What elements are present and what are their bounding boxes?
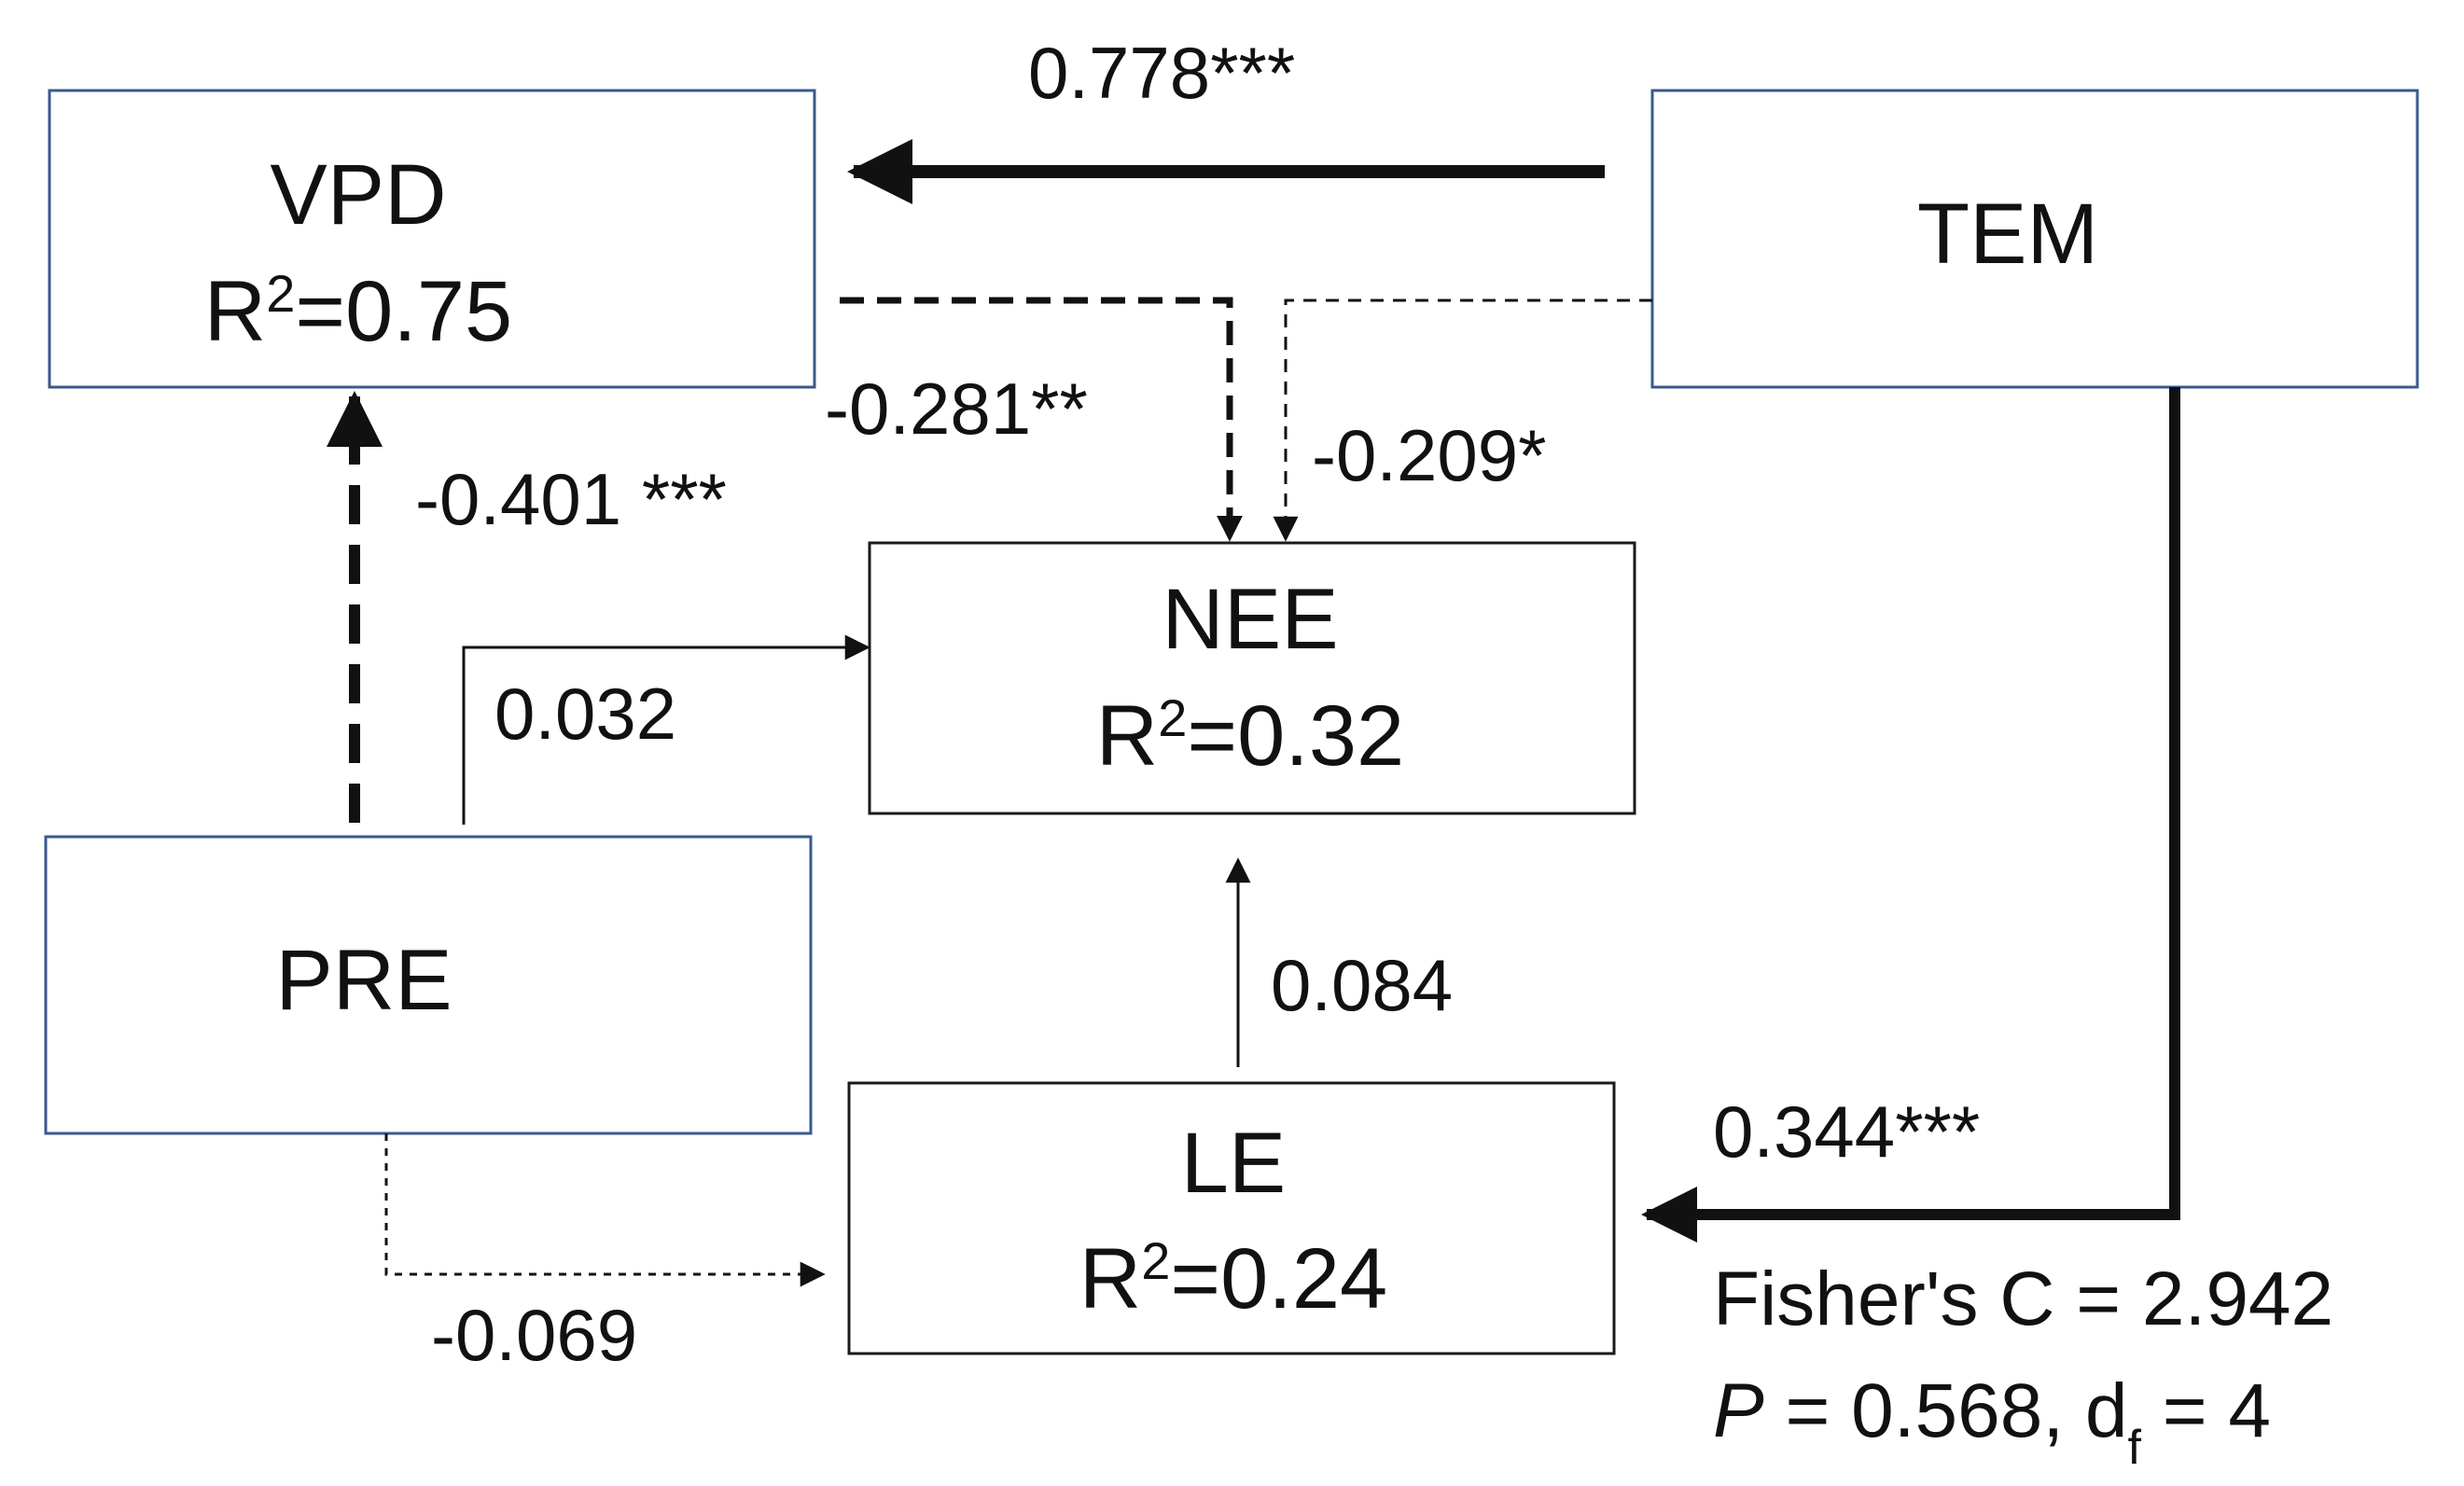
pre-box [44,835,813,1135]
nee-label: NEE [1162,572,1338,667]
coef-le-nee: 0.084 [1271,944,1453,1026]
coef-pre-vpd: -0.401 *** [415,458,727,540]
coef-tem-le: 0.344*** [1713,1090,1980,1173]
le-label: LE [1181,1116,1287,1211]
arrow-tem-to-nee [1273,299,1652,542]
arrow-pre-to-nee [462,634,870,825]
tem-box [1650,89,2419,389]
coef-pre-nee: 0.032 [494,673,676,755]
coef-tem-vpd: 0.778*** [1028,32,1295,114]
vpd-r2: R2=0.75 [204,264,512,360]
tem-label: TEM [1917,187,2098,282]
vpd-label: VPD [270,147,446,243]
le-r2: R2=0.24 [1079,1231,1387,1327]
nee-r2: R2=0.32 [1096,688,1404,785]
arrow-tem-to-le [1641,387,2180,1243]
vpd-box [48,89,816,389]
arrow-vpd-to-nee [840,297,1243,542]
coef-vpd-nee: -0.281** [825,368,1088,450]
arrow-pre-to-le [384,1133,826,1287]
le-box [847,1081,1616,1355]
coef-pre-le: -0.069 [431,1294,637,1376]
coef-tem-nee: -0.209* [1312,414,1547,496]
p-value-df-stat: P = 0.568, df = 4 [1713,1368,2271,1475]
fisher-c-stat: Fisher's C = 2.942 [1713,1257,2333,1341]
pre-label: PRE [275,933,452,1028]
nee-box [868,541,1636,815]
